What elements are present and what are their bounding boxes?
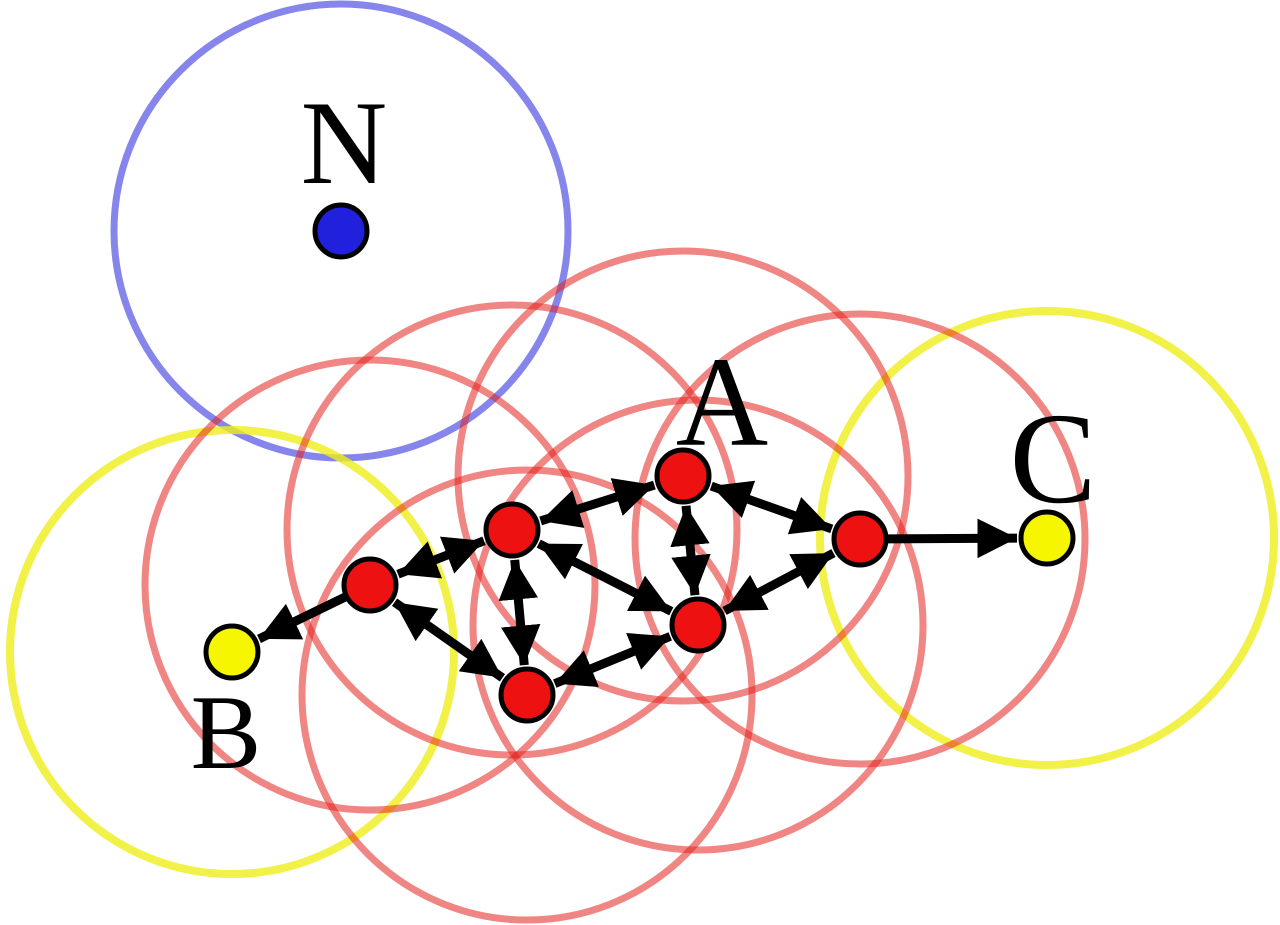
link-R1-B-oneway xyxy=(257,591,351,643)
link-R3-R4-bidirectional xyxy=(670,505,711,596)
mesh-node-A xyxy=(654,447,712,505)
transmission-range-R6 xyxy=(631,310,1089,768)
node-C xyxy=(1018,509,1076,567)
node-B xyxy=(203,623,261,681)
mesh-node-2 xyxy=(483,501,541,559)
node-label-B: B xyxy=(191,674,262,791)
link-R1-R5-bidirectional xyxy=(391,598,506,682)
node-label-A: A xyxy=(676,331,768,473)
transmission-range-R5 xyxy=(298,466,756,924)
mesh-node-5 xyxy=(498,666,556,724)
transmission-range-R3 xyxy=(454,247,912,705)
transmission-range-C xyxy=(816,307,1278,769)
link-R2-R3-bidirectional xyxy=(539,478,656,528)
mesh-node-6 xyxy=(831,510,889,568)
link-R6-C-oneway xyxy=(883,518,1018,559)
node-label-N: N xyxy=(301,76,388,209)
node-N xyxy=(312,202,370,260)
node-label-C: C xyxy=(1010,387,1097,531)
link-R3-R6-bidirectional xyxy=(709,480,834,535)
link-R2-R4-bidirectional xyxy=(536,539,674,616)
link-R2-R5-bidirectional xyxy=(498,559,541,666)
link-R1-R2-bidirectional xyxy=(396,536,486,579)
link-R5-R4-bidirectional xyxy=(553,632,672,688)
link-R4-R6-bidirectional xyxy=(722,549,836,615)
mesh-node-4 xyxy=(669,596,727,654)
mesh-node-1 xyxy=(341,556,399,614)
